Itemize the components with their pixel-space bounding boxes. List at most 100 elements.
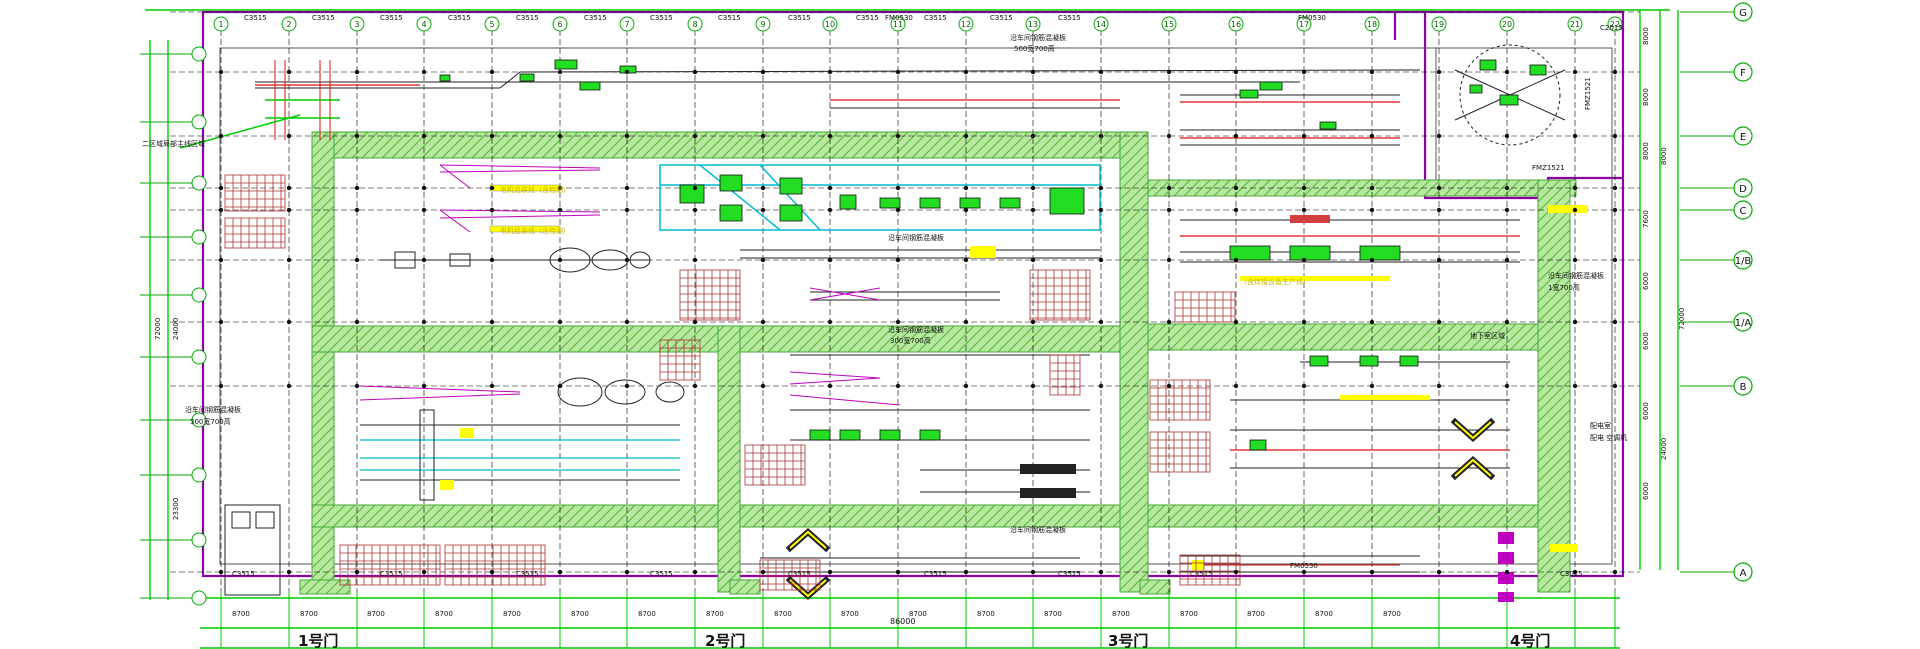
- right-dim-label: 7600: [1642, 210, 1650, 228]
- storage-rack: [744, 444, 806, 486]
- col-bubble: [1025, 16, 1041, 32]
- storage-rack: [1149, 431, 1211, 473]
- span-label: 8700: [638, 610, 656, 618]
- column-dot: [1301, 133, 1307, 139]
- column-tag-bottom: C3515: [924, 570, 947, 578]
- storage-rack: [1149, 379, 1211, 421]
- column-dot: [624, 207, 630, 213]
- col-label: 17: [1299, 20, 1309, 29]
- span-label: 8700: [367, 610, 385, 618]
- col-bubble: [484, 16, 500, 32]
- row-label: 1/B: [1735, 256, 1752, 267]
- annotations: 沿车间钢筋混凝板 500宽700高 二区域局部主线区域 沿车间钢筋混凝板 300…: [142, 14, 1627, 626]
- column-dot: [557, 383, 563, 389]
- column-dot: [1166, 185, 1172, 191]
- column-dot: [421, 569, 427, 575]
- column-dot: [895, 569, 901, 575]
- column-dot: [624, 319, 630, 325]
- row-label: C: [1740, 206, 1747, 217]
- column-dot: [1504, 257, 1510, 263]
- col-label: 19: [1434, 20, 1444, 29]
- column-dot: [1369, 569, 1375, 575]
- col-bubble: [755, 16, 771, 32]
- column-dot: [827, 207, 833, 213]
- column-dot: [963, 319, 969, 325]
- column-dot: [827, 257, 833, 263]
- corridor-1: [311, 131, 1149, 159]
- door-labels: 1号门 2号门 3号门 4号门: [298, 632, 1550, 649]
- column-dot: [286, 257, 292, 263]
- column-dot: [557, 319, 563, 325]
- column-dot: [1572, 383, 1578, 389]
- door-3: 3号门: [1108, 632, 1148, 649]
- column-dot: [895, 133, 901, 139]
- column-dot: [827, 133, 833, 139]
- right-box-label: 配电室: [1590, 421, 1611, 430]
- column-dot: [692, 185, 698, 191]
- column-dot: [1166, 257, 1172, 263]
- column-dot: [421, 207, 427, 213]
- column-dot: [1369, 207, 1375, 213]
- span-label: 8700: [1180, 610, 1198, 618]
- column-dot: [1301, 383, 1307, 389]
- column-dot: [1233, 69, 1239, 75]
- column-tag-top: C3515: [650, 14, 673, 22]
- corridor-10: [299, 579, 351, 595]
- storage-rack: [224, 174, 286, 212]
- column-dot: [1098, 69, 1104, 75]
- span-label: 8700: [571, 610, 589, 618]
- column-dot: [489, 207, 495, 213]
- column-tag-top: C3515: [788, 14, 811, 22]
- hatched-corridors: [299, 131, 1577, 595]
- column-dot: [1030, 319, 1036, 325]
- column-dot: [1572, 207, 1578, 213]
- span-label: 8700: [909, 610, 927, 618]
- column-dot: [1301, 319, 1307, 325]
- yellow-label-2: 电机组装线（含检测）: [500, 226, 570, 235]
- left-note-2-sub: 300宽700高: [190, 417, 231, 426]
- column-dot: [624, 69, 630, 75]
- column-dot: [421, 257, 427, 263]
- col-bubble: [619, 16, 635, 32]
- column-dot: [1301, 69, 1307, 75]
- column-dot: [1233, 257, 1239, 263]
- col-bubble: [416, 16, 432, 32]
- column-dot: [421, 319, 427, 325]
- column-dot: [1166, 69, 1172, 75]
- column-dot: [1436, 69, 1442, 75]
- column-dot: [557, 133, 563, 139]
- row-label: D: [1739, 184, 1747, 195]
- column-dot: [557, 207, 563, 213]
- left-dim-2: 24000: [172, 318, 180, 340]
- column-dot: [1612, 569, 1618, 575]
- column-dot: [489, 133, 495, 139]
- column-dot: [286, 383, 292, 389]
- column-dot: [1301, 569, 1307, 575]
- col-bubble: [1431, 16, 1447, 32]
- column-dot: [692, 69, 698, 75]
- corridor-6: [717, 325, 741, 593]
- column-dot: [1436, 319, 1442, 325]
- col-label: 13: [1028, 20, 1038, 29]
- column-dot: [1233, 383, 1239, 389]
- inner-wall: [219, 47, 1613, 565]
- frame-tag-5: C2015: [1600, 24, 1623, 32]
- storage-rack: [659, 339, 701, 381]
- production-equipment: [179, 44, 1618, 602]
- right-mid-note: 地下室区域: [1470, 331, 1505, 340]
- column-dot: [624, 569, 630, 575]
- left-bubble: [191, 349, 207, 365]
- frame-tag-7: FMZ1521: [1584, 77, 1592, 110]
- span-label: 8700: [1112, 610, 1130, 618]
- bottom-total: 86000: [890, 617, 915, 626]
- column-dot: [354, 569, 360, 575]
- top-note-sub: 500宽700高: [1014, 44, 1055, 53]
- column-dot: [489, 257, 495, 263]
- column-dot: [1030, 569, 1036, 575]
- column-dot: [218, 319, 224, 325]
- column-dot: [1612, 319, 1618, 325]
- column-dot: [1436, 569, 1442, 575]
- right-dim-label: 6000: [1642, 482, 1650, 500]
- column-dot: [760, 257, 766, 263]
- corridor-5: [1119, 131, 1149, 593]
